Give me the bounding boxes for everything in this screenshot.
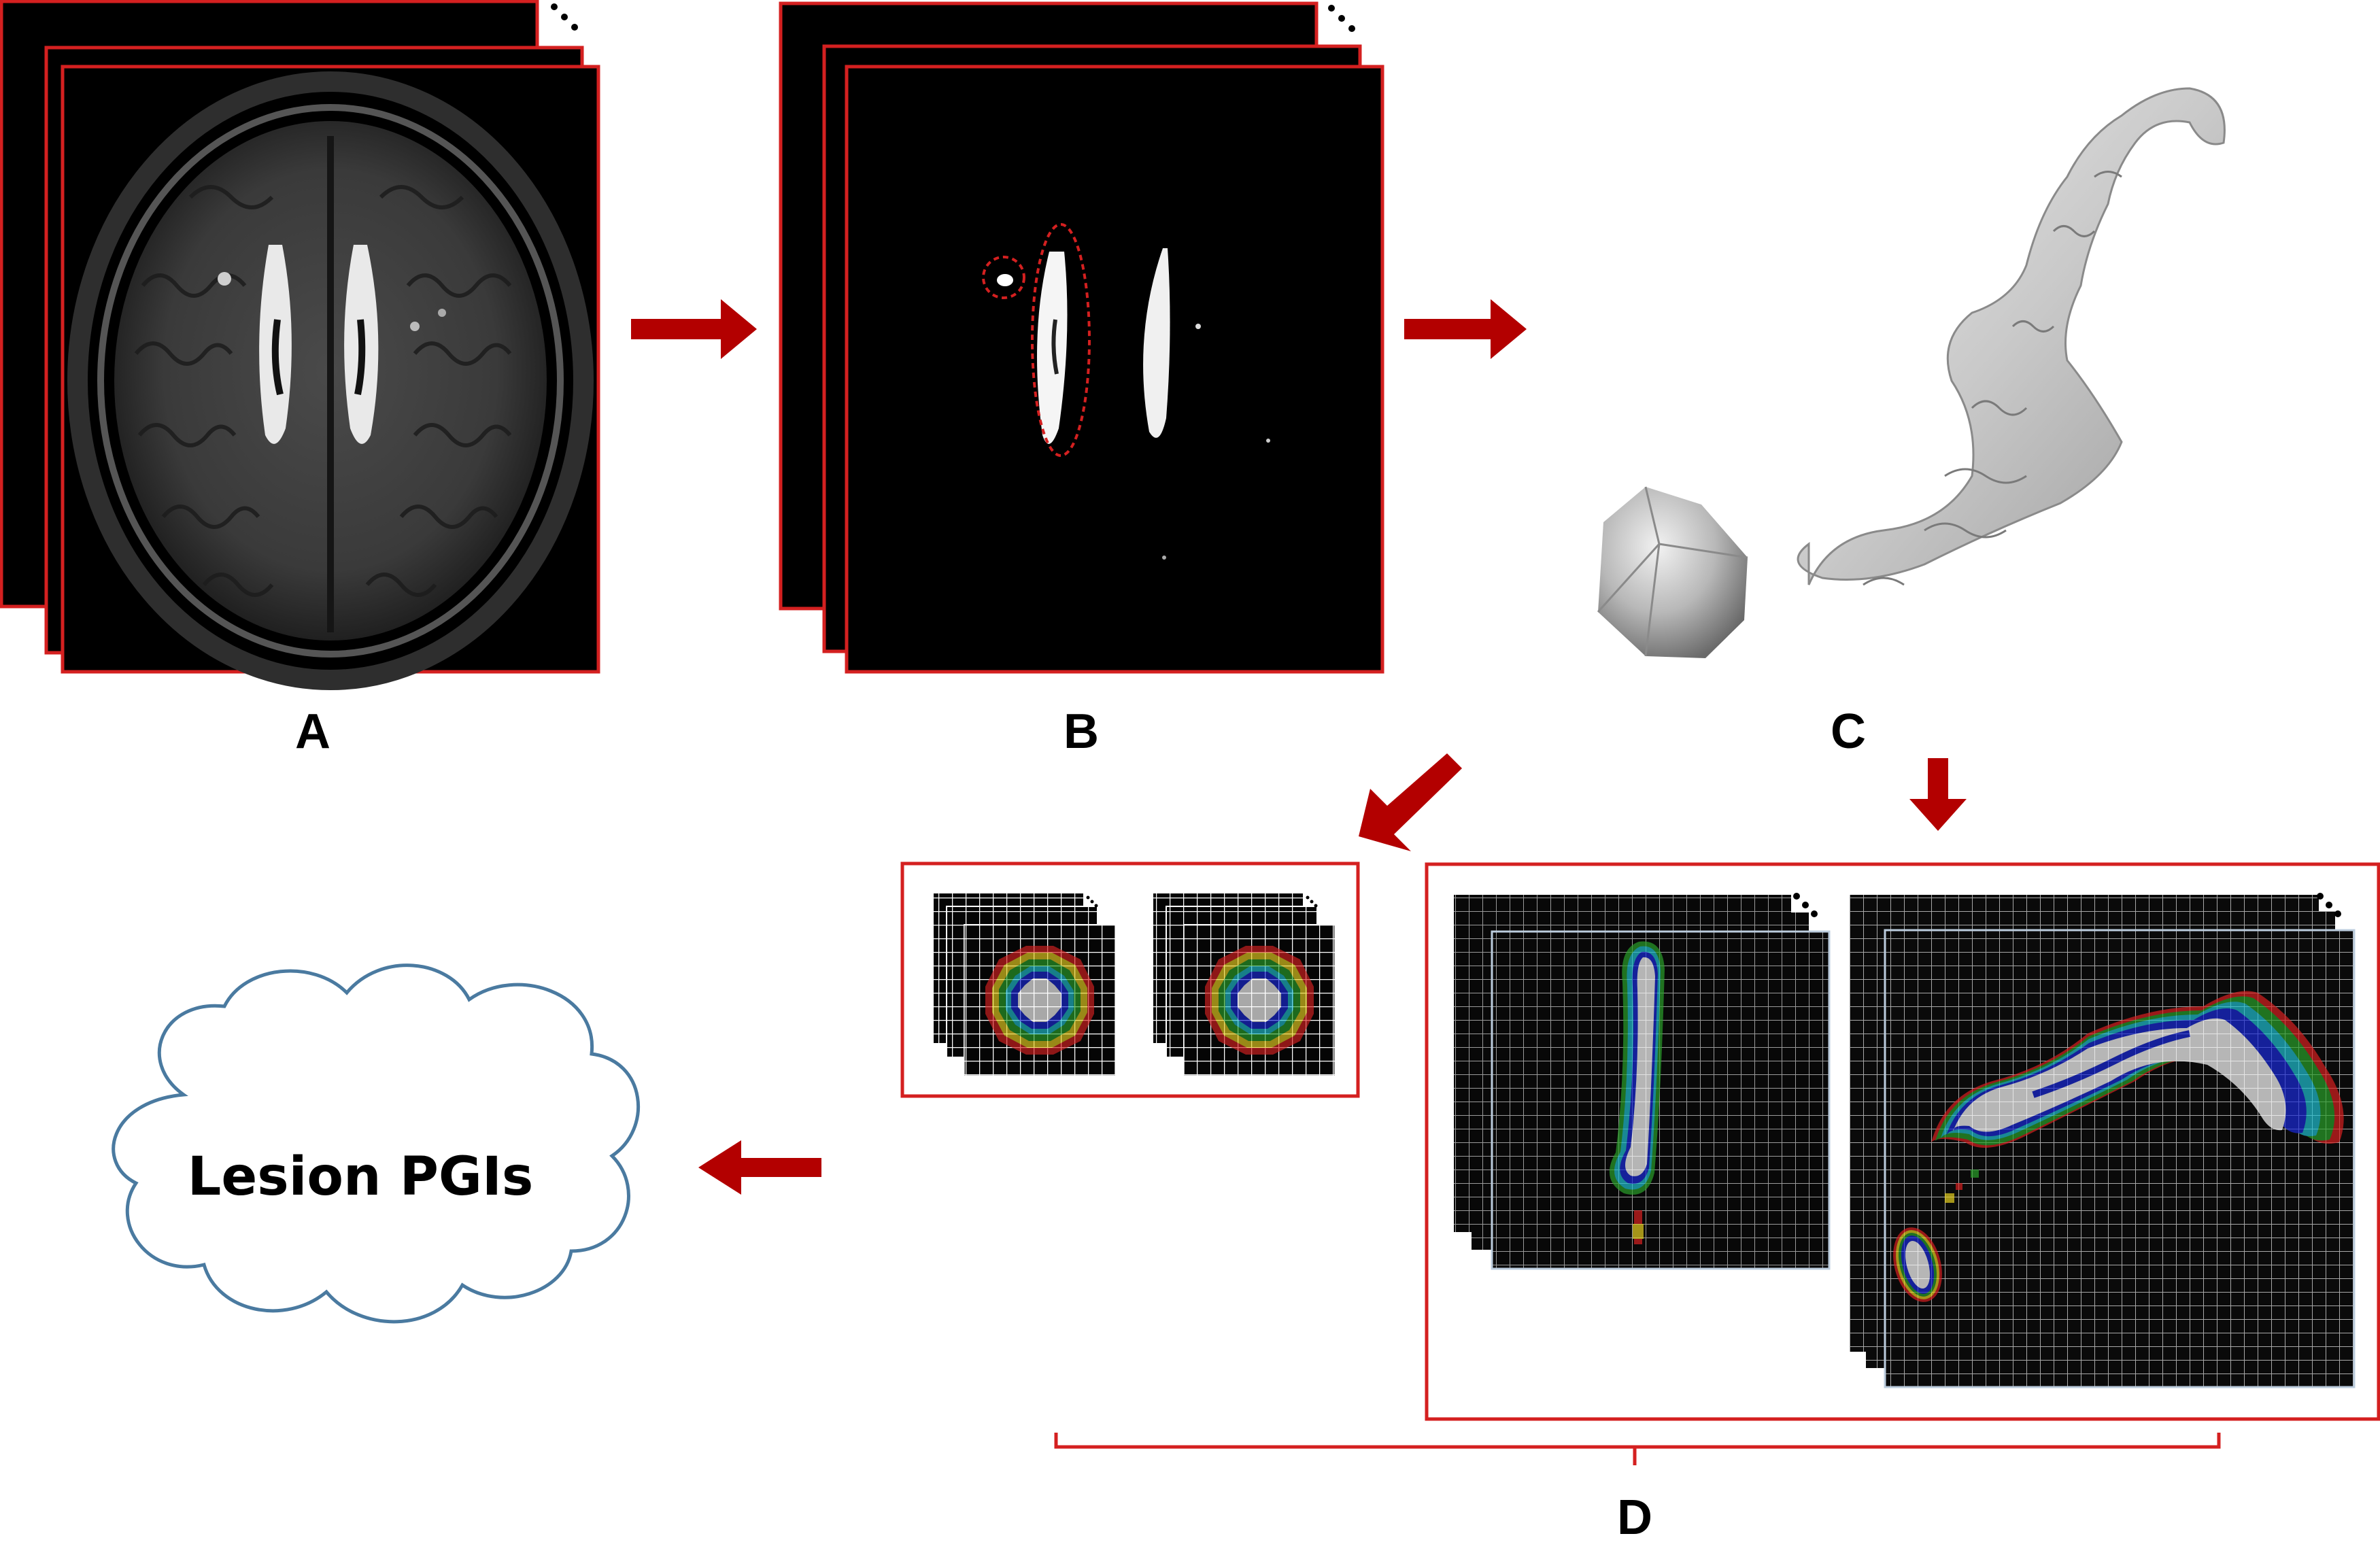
small-lesion [997,274,1013,286]
bracket-d [1054,1433,2221,1465]
large-lesion-grids-box [1425,862,2380,1421]
arrow-c-to-large-grids [1909,758,1967,831]
panel-a-mri-stack [0,0,600,690]
stack-ellipsis-a [551,3,578,31]
highlight-small-lesion [982,256,1025,299]
panel-label-a: A [295,704,330,759]
mask-slice-front [845,65,1384,674]
lesion-3d-large [1797,87,2226,586]
small-grid-stack-right [1152,892,1336,1076]
lesion-3d-small [1597,486,1748,658]
arrow-to-output [698,1140,821,1195]
small-lesion-grids-box [900,861,1360,1098]
large-grid-stack-right [1850,893,2356,1388]
stack-ellipsis-b [1328,5,1355,32]
arrow-a-to-b [631,299,757,359]
small-grid-stack-left [932,892,1116,1076]
panel-label-d: D [1617,1490,1652,1545]
mri-slice-front [61,65,600,690]
large-grid-stack-left [1454,893,1831,1270]
panel-label-c: C [1831,704,1866,759]
panel-c-3d-lesions [1597,87,2226,658]
panel-label-b: B [1064,704,1099,759]
arrow-c-to-small-grids [1359,753,1462,851]
output-cloud: Lesion PGIs [112,963,641,1324]
panel-b-mask-stack [779,1,1384,674]
arrow-b-to-c [1404,299,1527,359]
periventricular-lesion-right [1143,248,1170,438]
cloud-label: Lesion PGIs [188,1146,534,1208]
highlight-large-lesion [1031,223,1091,457]
